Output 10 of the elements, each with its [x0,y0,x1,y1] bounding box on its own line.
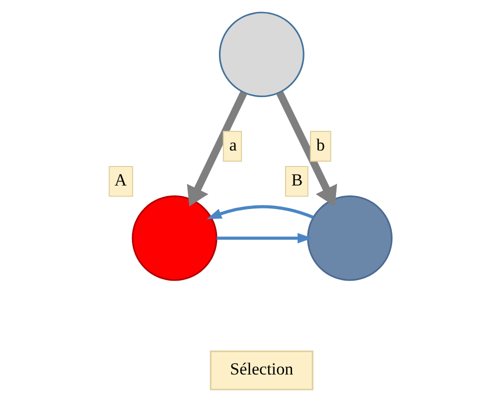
node-label: A [114,170,127,190]
node-circle [218,12,304,98]
arrow [206,205,314,220]
arrow [186,91,248,206]
arrow [276,91,338,206]
node-box: Sélection [210,350,314,390]
node-label: B [291,170,303,190]
edge-label: a [229,135,237,154]
edge-label: b [316,135,325,154]
arrow [216,232,312,244]
